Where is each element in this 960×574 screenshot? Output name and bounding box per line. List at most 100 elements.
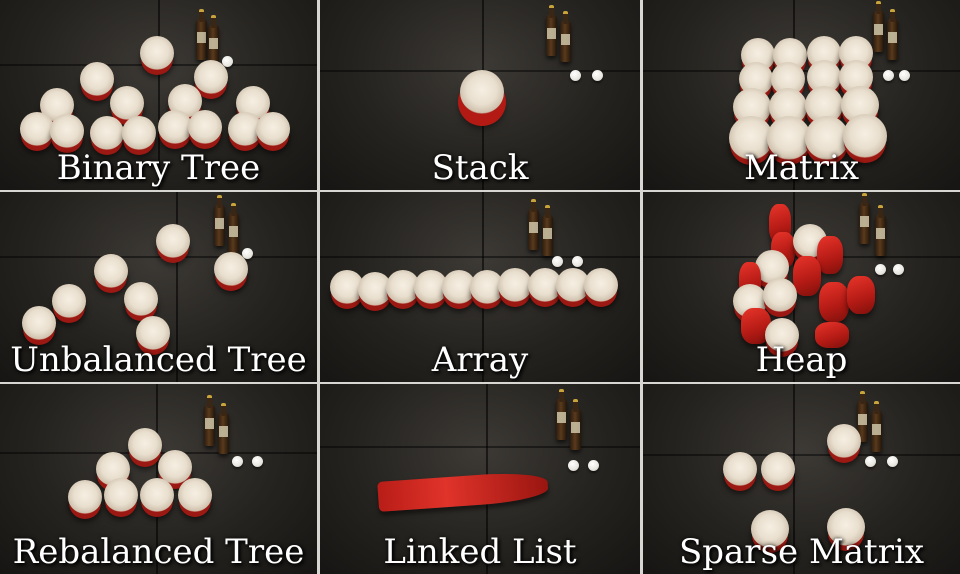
cup xyxy=(815,322,849,348)
beer-bottle xyxy=(857,391,868,442)
panel-heap: Heap xyxy=(643,192,960,382)
table-seam xyxy=(320,256,640,258)
beer-bottle xyxy=(214,195,225,246)
table-seam xyxy=(793,384,795,574)
cup xyxy=(805,116,849,160)
cup xyxy=(68,480,102,514)
panel-array: Array xyxy=(320,192,640,382)
cup xyxy=(52,284,86,318)
cup xyxy=(729,116,773,160)
beer-bottle xyxy=(204,395,215,446)
cup xyxy=(765,318,799,352)
ping-pong-ball xyxy=(570,70,581,81)
cup xyxy=(723,452,757,486)
cup xyxy=(156,224,190,258)
ping-pong-ball xyxy=(552,256,563,267)
cup xyxy=(80,62,114,96)
beer-bottle xyxy=(228,203,239,254)
cup xyxy=(128,428,162,462)
cup xyxy=(188,110,222,144)
panel-stack: Stack xyxy=(320,0,640,190)
beer-bottle xyxy=(556,389,567,440)
ping-pong-ball xyxy=(883,70,894,81)
cup xyxy=(827,508,865,546)
ping-pong-ball xyxy=(222,56,233,67)
panel-label: Rebalanced Tree xyxy=(12,532,305,572)
panel-label: Matrix xyxy=(743,148,860,188)
table-seam xyxy=(0,256,317,258)
cup xyxy=(90,116,124,150)
cup xyxy=(763,278,797,312)
ping-pong-ball xyxy=(899,70,910,81)
table-seam xyxy=(158,0,160,190)
ping-pong-ball xyxy=(572,256,583,267)
beer-bottle xyxy=(546,5,557,56)
ping-pong-ball xyxy=(893,264,904,275)
cup xyxy=(256,112,290,146)
panel-label: Unbalanced Tree xyxy=(10,340,307,380)
ping-pong-ball xyxy=(865,456,876,467)
beer-bottle xyxy=(887,9,898,60)
panel-unbalanced-tree: Unbalanced Tree xyxy=(0,192,317,382)
panel-label: Heap xyxy=(755,340,848,380)
cup xyxy=(158,450,192,484)
cup xyxy=(20,112,54,146)
cup xyxy=(178,478,212,512)
cup xyxy=(847,276,875,314)
table-seam xyxy=(320,446,640,448)
panel-label: Array xyxy=(431,340,529,380)
beer-bottle xyxy=(542,205,553,256)
cup xyxy=(761,452,795,486)
beer-bottle xyxy=(196,9,207,60)
cup xyxy=(136,316,170,350)
cup xyxy=(140,36,174,70)
ping-pong-ball xyxy=(252,456,263,467)
table-seam xyxy=(176,192,178,382)
cup xyxy=(819,282,849,322)
beer-bottle xyxy=(873,1,884,52)
beer-bottle xyxy=(875,205,886,256)
cup xyxy=(498,268,532,302)
cup xyxy=(50,114,84,148)
cup xyxy=(94,254,128,288)
cup xyxy=(140,478,174,512)
stacked-cups xyxy=(460,70,504,114)
cup xyxy=(110,86,144,120)
beer-bottle xyxy=(560,11,571,62)
ping-pong-ball xyxy=(232,456,243,467)
ping-pong-ball xyxy=(592,70,603,81)
cup xyxy=(22,306,56,340)
cup xyxy=(843,114,887,158)
panel-label: Linked List xyxy=(383,532,577,572)
beer-bottle xyxy=(208,15,219,66)
ping-pong-ball xyxy=(875,264,886,275)
beer-bottle xyxy=(859,193,870,244)
cup xyxy=(214,252,248,286)
ping-pong-ball xyxy=(242,248,253,259)
beer-bottle xyxy=(570,399,581,450)
cup xyxy=(194,60,228,94)
panel-matrix: Matrix xyxy=(643,0,960,190)
cup xyxy=(584,268,618,302)
beer-bottle xyxy=(871,401,882,452)
cup xyxy=(122,116,156,150)
panel-label: Sparse Matrix xyxy=(678,532,924,572)
ping-pong-ball xyxy=(568,460,579,471)
cup xyxy=(827,424,861,458)
beer-bottle xyxy=(528,199,539,250)
panel-linked-list: Linked List xyxy=(320,384,640,574)
cup xyxy=(124,282,158,316)
ping-pong-ball xyxy=(588,460,599,471)
ping-pong-ball xyxy=(887,456,898,467)
panel-binary-tree: Binary Tree xyxy=(0,0,317,190)
beer-bottle xyxy=(218,403,229,454)
nested-cups-row xyxy=(377,470,549,512)
cup xyxy=(767,116,811,160)
cup xyxy=(817,236,843,274)
panel-sparse-matrix: Sparse Matrix xyxy=(643,384,960,574)
panel-label: Stack xyxy=(431,148,529,188)
table-seam xyxy=(643,454,960,456)
cup xyxy=(158,110,192,144)
cup xyxy=(104,478,138,512)
cup xyxy=(751,510,789,548)
